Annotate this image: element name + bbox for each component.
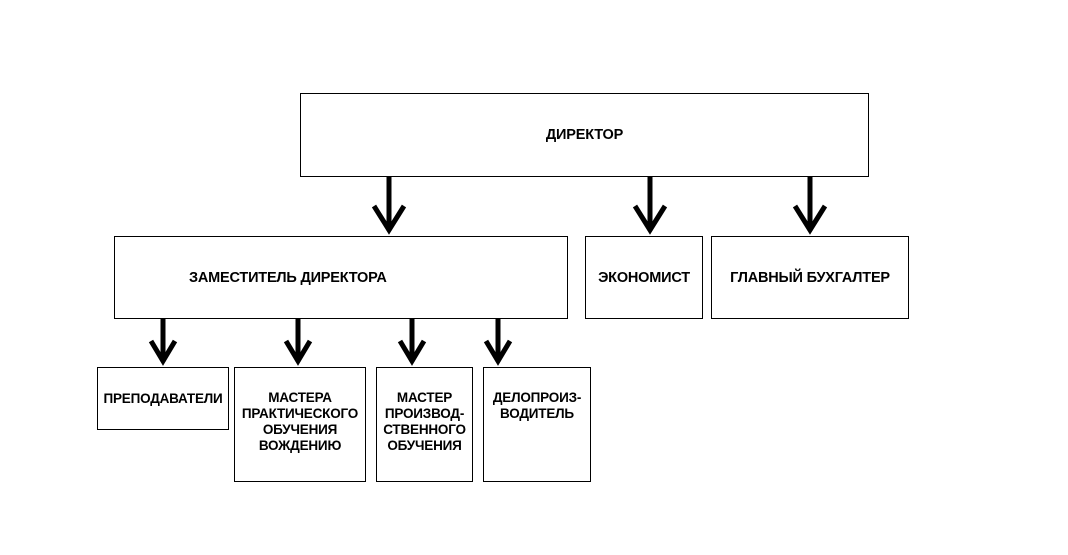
driving-instructors-box: МАСТЕРА ПРАКТИЧЕСКОГО ОБУЧЕНИЯ ВОЖДЕНИЮ bbox=[234, 367, 366, 482]
director-label: ДИРЕКТОР bbox=[545, 127, 624, 143]
teachers-label: ПРЕПОДАВАТЕЛИ bbox=[103, 390, 223, 406]
chief-accountant-box: ГЛАВНЫЙ БУХГАЛТЕР bbox=[711, 236, 909, 319]
arrow-director-to-accountant bbox=[792, 177, 828, 235]
arrow-deputy-to-clerk bbox=[483, 319, 513, 366]
arrow-deputy-to-teachers bbox=[148, 319, 178, 366]
economist-label: ЭКОНОМИСТ bbox=[598, 269, 690, 286]
arrow-deputy-to-instructors bbox=[283, 319, 313, 366]
industrial-training-master-box: МАСТЕР ПРОИЗВОД- СТВЕННОГО ОБУЧЕНИЯ bbox=[376, 367, 473, 482]
economist-box: ЭКОНОМИСТ bbox=[585, 236, 703, 319]
arrow-director-to-economist bbox=[632, 177, 668, 235]
deputy-director-box: ЗАМЕСТИТЕЛЬ ДИРЕКТОРА bbox=[114, 236, 568, 319]
arrow-deputy-to-masters bbox=[397, 319, 427, 366]
chief-accountant-label: ГЛАВНЫЙ БУХГАЛТЕР bbox=[730, 269, 890, 286]
deputy-director-label: ЗАМЕСТИТЕЛЬ ДИРЕКТОРА bbox=[189, 269, 387, 286]
clerk-box: ДЕЛОПРОИЗ- ВОДИТЕЛЬ bbox=[483, 367, 591, 482]
clerk-label: ДЕЛОПРОИЗ- ВОДИТЕЛЬ bbox=[492, 390, 582, 421]
industrial-training-master-label: МАСТЕР ПРОИЗВОД- СТВЕННОГО ОБУЧЕНИЯ bbox=[383, 390, 466, 453]
driving-instructors-label: МАСТЕРА ПРАКТИЧЕСКОГО ОБУЧЕНИЯ ВОЖДЕНИЮ bbox=[241, 390, 359, 453]
teachers-box: ПРЕПОДАВАТЕЛИ bbox=[97, 367, 229, 430]
arrow-director-to-deputy bbox=[371, 177, 407, 235]
director-box: ДИРЕКТОР bbox=[300, 93, 869, 177]
